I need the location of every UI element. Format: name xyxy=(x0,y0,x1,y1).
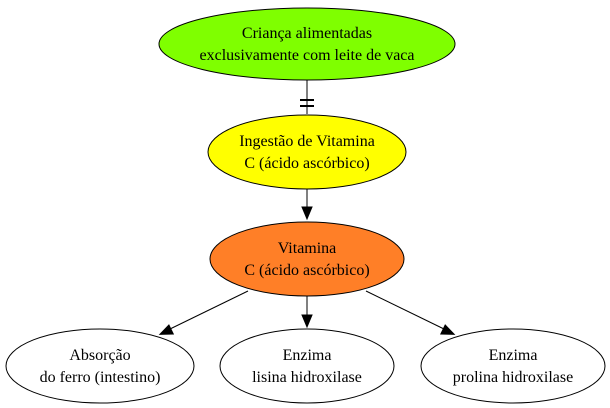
node-prolina-label-line2: prolina hidroxilase xyxy=(453,369,573,386)
node-absorcao-label-line2: do ferro (intestino) xyxy=(40,369,161,386)
edge-line xyxy=(365,290,445,330)
edge-vitamina-to-prolina xyxy=(365,290,456,335)
node-vitamina-label-line2: C (ácido ascórbico) xyxy=(244,262,369,279)
edge-vitamina-to-absorcao xyxy=(158,290,249,335)
node-ingestao-label-line2: C (ácido ascórbico) xyxy=(244,155,369,172)
node-lisina-shape xyxy=(219,328,395,404)
node-vitamina: Vitamina C (ácido ascórbico) xyxy=(209,221,405,297)
edge-line xyxy=(169,290,249,330)
node-vitamina-label-line1: Vitamina xyxy=(278,240,337,257)
arrow-head xyxy=(158,324,175,335)
node-crianca-shape xyxy=(158,7,456,81)
node-lisina: Enzima lisina hidroxilase xyxy=(219,328,395,404)
node-vitamina-shape xyxy=(209,221,405,297)
node-lisina-label-line1: Enzima xyxy=(283,347,332,364)
node-crianca-label-line1: Criança alimentadas xyxy=(242,25,372,42)
node-absorcao-shape xyxy=(5,328,195,404)
edge-crianca-to-ingestao xyxy=(300,80,314,114)
node-prolina-shape xyxy=(420,328,606,404)
node-prolina-label-line1: Enzima xyxy=(489,347,538,364)
arrow-head xyxy=(301,314,313,329)
arrow-head xyxy=(301,206,313,221)
edge-vitamina-to-lisina xyxy=(301,296,313,329)
edge-ingestao-to-vitamina xyxy=(301,188,313,221)
node-crianca-label-line2: exclusivamente com leite de vaca xyxy=(199,47,414,64)
node-ingestao-shape xyxy=(207,114,407,190)
node-absorcao-label-line1: Absorção xyxy=(69,347,130,364)
node-crianca: Criança alimentadas exclusivamente com l… xyxy=(158,7,456,81)
node-absorcao: Absorção do ferro (intestino) xyxy=(5,328,195,404)
node-prolina: Enzima prolina hidroxilase xyxy=(420,328,606,404)
node-ingestao-label-line1: Ingestão de Vitamina xyxy=(239,133,375,150)
node-ingestao: Ingestão de Vitamina C (ácido ascórbico) xyxy=(207,114,407,190)
node-lisina-label-line2: lisina hidroxilase xyxy=(252,369,362,386)
arrow-head xyxy=(440,324,456,335)
